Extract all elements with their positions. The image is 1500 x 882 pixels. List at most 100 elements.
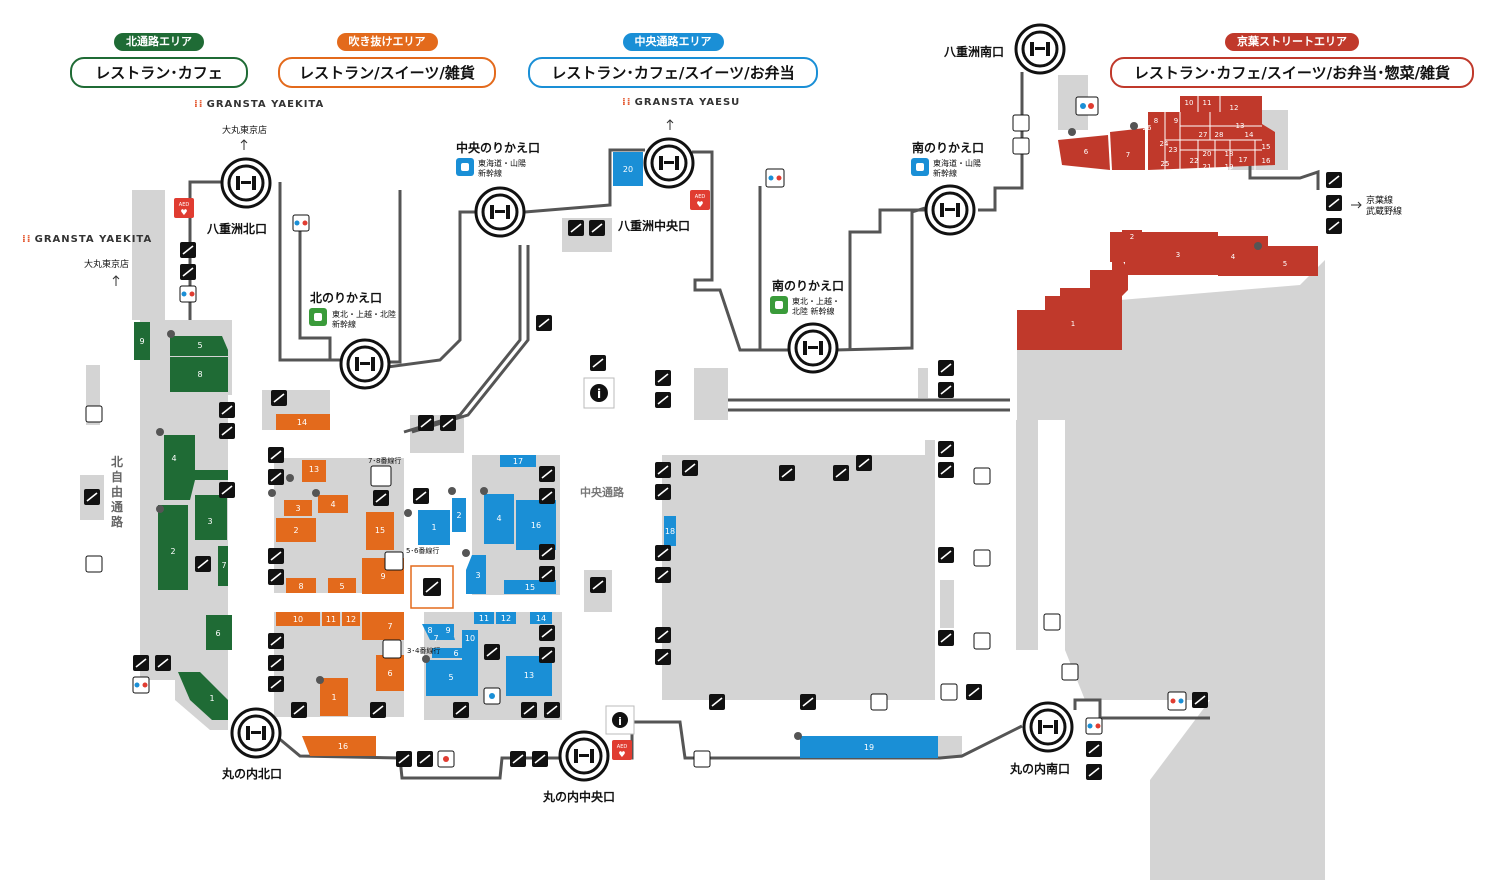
store-blue-14[interactable] xyxy=(530,612,552,624)
transfer-note: 新幹線 xyxy=(332,320,356,329)
store-red-7[interactable] xyxy=(1110,128,1145,170)
area-tag: 北通路エリア xyxy=(114,33,204,51)
svg-text:7: 7 xyxy=(387,622,392,631)
gate-yaesu-north-icon[interactable] xyxy=(220,157,272,209)
gate-label-yaesu-south: 八重洲南口 xyxy=(944,45,1005,59)
restroom-icon xyxy=(765,168,785,188)
store-blue-15[interactable] xyxy=(504,580,556,594)
svg-text:14: 14 xyxy=(297,418,307,427)
store-orange-13[interactable] xyxy=(302,460,326,482)
area-label[interactable]: レストラン･カフェ/スイーツ/お弁当･惣菜/雑貨 xyxy=(1110,57,1474,88)
restroom-icon xyxy=(132,676,150,694)
store-green-7[interactable] xyxy=(218,546,228,586)
store-blue-5[interactable] xyxy=(426,660,478,696)
gate-maru-central-icon[interactable] xyxy=(558,730,610,782)
store-green-9[interactable] xyxy=(134,322,150,360)
svg-text:8: 8 xyxy=(427,626,432,635)
gate-south-transfer-icon[interactable] xyxy=(787,322,839,374)
svg-text:7: 7 xyxy=(1126,151,1130,159)
store-red-5[interactable] xyxy=(1268,246,1318,276)
transfer-note: 北陸 新幹線 xyxy=(792,307,835,316)
store-orange-12[interactable] xyxy=(342,612,360,626)
gate-label-maru-south: 丸の内南口 xyxy=(1010,762,1071,776)
store-orange-1[interactable] xyxy=(320,678,348,716)
gate-north-transfer-icon[interactable] xyxy=(339,338,391,390)
store-green-8[interactable] xyxy=(170,357,228,392)
svg-text:6: 6 xyxy=(453,649,458,658)
gate-yaesu-south-icon[interactable] xyxy=(1014,23,1066,75)
store-orange-10[interactable] xyxy=(276,612,320,626)
gate-maru-north-icon[interactable] xyxy=(230,707,282,759)
svg-text:1: 1 xyxy=(209,694,214,703)
store-blue-1[interactable] xyxy=(418,510,450,545)
ticket-machine-icon xyxy=(693,750,711,768)
store-green-4[interactable] xyxy=(164,435,228,500)
store-orange-11[interactable] xyxy=(322,612,340,626)
store-green-1[interactable] xyxy=(178,672,228,720)
svg-text:8: 8 xyxy=(1154,117,1158,125)
svg-text:13: 13 xyxy=(524,671,534,680)
svg-text:27: 27 xyxy=(1199,131,1208,139)
store-orange-8[interactable] xyxy=(286,578,316,593)
store-orange-5[interactable] xyxy=(328,578,356,593)
store-blue-6[interactable] xyxy=(432,648,478,658)
transfer-note: 東海道・山陽 xyxy=(478,159,526,168)
svg-text:AED: AED xyxy=(695,194,706,200)
store-blue-17[interactable] xyxy=(500,455,536,467)
store-orange-6[interactable] xyxy=(376,655,404,691)
store-blue-18[interactable] xyxy=(664,516,676,546)
aed-icon: AED ♥ xyxy=(174,198,194,218)
svg-text:12: 12 xyxy=(1230,104,1239,112)
store-orange-15[interactable] xyxy=(366,512,394,550)
store-blue-2[interactable] xyxy=(452,498,466,532)
area-label[interactable]: レストラン･カフェ xyxy=(70,57,248,88)
store-blue-16[interactable] xyxy=(516,500,556,550)
area-tag: 中央通路エリア xyxy=(622,33,724,51)
transfer-note: 東北・上越・ xyxy=(792,297,840,306)
store-red-1[interactable] xyxy=(1017,242,1128,350)
store-orange-3[interactable] xyxy=(284,500,312,516)
central-passage-label: 中央通路 xyxy=(580,486,624,499)
store-orange-4[interactable] xyxy=(318,495,348,513)
svg-text:7: 7 xyxy=(433,634,438,643)
store-green-5[interactable] xyxy=(170,336,228,356)
gate-central-transfer-icon[interactable] xyxy=(474,186,526,238)
store-green-6[interactable] xyxy=(206,615,232,650)
store-blue-9[interactable] xyxy=(442,624,454,636)
store-blue-12[interactable] xyxy=(496,612,516,624)
stores-orange xyxy=(276,414,404,756)
store-green-3[interactable] xyxy=(195,495,227,540)
gate-yaesu-central-icon[interactable] xyxy=(643,137,695,189)
gate-south-transfer-upper-icon[interactable] xyxy=(924,184,976,236)
keiyo-line-direction: 京葉線 xyxy=(1366,196,1394,206)
area-label[interactable]: レストラン/スイーツ/雑貨 xyxy=(278,57,496,88)
svg-text:4: 4 xyxy=(496,514,501,523)
svg-text:2: 2 xyxy=(170,547,175,556)
restroom-icon xyxy=(1085,717,1103,735)
store-blue-19[interactable] xyxy=(800,736,938,758)
gate-maru-south-icon[interactable] xyxy=(1022,701,1074,753)
store-red-4[interactable] xyxy=(1218,236,1268,276)
store-orange-16[interactable] xyxy=(302,736,376,756)
area-label[interactable]: レストラン･カフェ/スイーツ/お弁当 xyxy=(528,57,818,88)
store-green-2[interactable] xyxy=(158,505,188,590)
store-red-block[interactable] xyxy=(1148,96,1275,170)
svg-text:♥: ♥ xyxy=(180,208,187,217)
info-icon[interactable]: i xyxy=(605,705,635,735)
store-blue-11[interactable] xyxy=(474,612,494,624)
store-orange-2[interactable] xyxy=(276,518,316,542)
store-blue-3[interactable] xyxy=(466,555,486,594)
store-red-6[interactable] xyxy=(1058,135,1110,170)
info-icon[interactable]: i xyxy=(583,377,615,409)
store-orange-14[interactable] xyxy=(276,414,330,430)
atm-icon xyxy=(973,549,991,567)
store-red-3[interactable] xyxy=(1110,232,1218,275)
store-orange-7[interactable] xyxy=(362,612,404,640)
svg-text:♥: ♥ xyxy=(696,200,703,209)
svg-text:4: 4 xyxy=(171,454,176,463)
svg-text:18: 18 xyxy=(1225,150,1234,158)
store-blue-4[interactable] xyxy=(484,494,514,544)
atm-icon xyxy=(870,693,888,711)
atm-icon xyxy=(973,632,991,650)
store-blue-20[interactable] xyxy=(613,152,643,186)
